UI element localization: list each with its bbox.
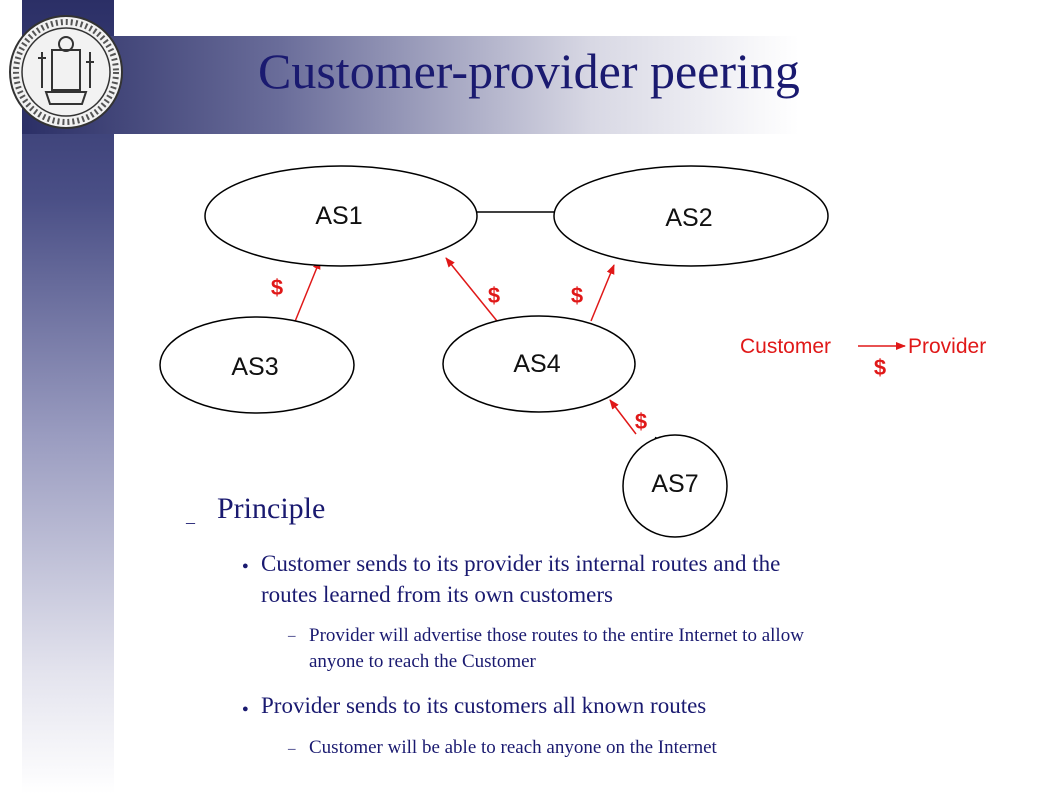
node-as7-label: AS7: [651, 470, 698, 498]
bullet-marker: ●: [242, 560, 249, 572]
node-as4: [442, 315, 636, 413]
sub-dash: –: [288, 628, 296, 644]
arrow-as4-to-as1: [445, 257, 498, 322]
point-2-line-1: Provider sends to its customers all know…: [261, 693, 707, 718]
university-seal-logo: [9, 15, 123, 129]
principle-heading: Principle: [217, 492, 326, 525]
arrow-as4-to-as2: [590, 264, 615, 322]
heading-dash: –: [186, 512, 195, 532]
node-as3-label: AS3: [231, 353, 278, 381]
point-2-sub-line-1: Customer will be able to reach anyone on…: [309, 737, 717, 758]
legend-provider-label: Provider: [908, 335, 986, 358]
node-as1-label: AS1: [315, 202, 362, 230]
node-as3: [159, 316, 355, 414]
edge-as4-as2-dollar-label: $: [571, 283, 583, 308]
edge-as4-as1-dollar-label: $: [488, 283, 500, 308]
title-bar-gradient: [22, 36, 1058, 134]
point-1-sub-line-1: Provider will advertise those routes to …: [309, 625, 804, 646]
node-as7: [622, 434, 728, 538]
arrow-as3-to-as1: [293, 259, 321, 325]
bullet-marker: ●: [242, 703, 249, 715]
legend-customer-label: Customer: [740, 335, 831, 358]
point-1-line-1: Customer sends to its provider its inter…: [261, 551, 781, 576]
edge-as7-as4-dollar-label: $: [635, 409, 647, 434]
node-as2: [553, 165, 829, 267]
node-as2-label: AS2: [665, 204, 712, 232]
point-1-sub-line-2: anyone to reach the Customer: [309, 651, 536, 672]
sub-dash: –: [288, 741, 296, 757]
point-1-line-2: routes learned from its own customers: [261, 582, 613, 607]
slide-title: Customer-provider peering: [258, 43, 800, 99]
node-as4-label: AS4: [513, 350, 560, 378]
legend-dollar-label: $: [874, 355, 886, 380]
node-as1: [204, 165, 478, 267]
edge-as3-as1-dollar-label: $: [271, 275, 283, 300]
arrow-as7-to-as4: [609, 399, 637, 435]
